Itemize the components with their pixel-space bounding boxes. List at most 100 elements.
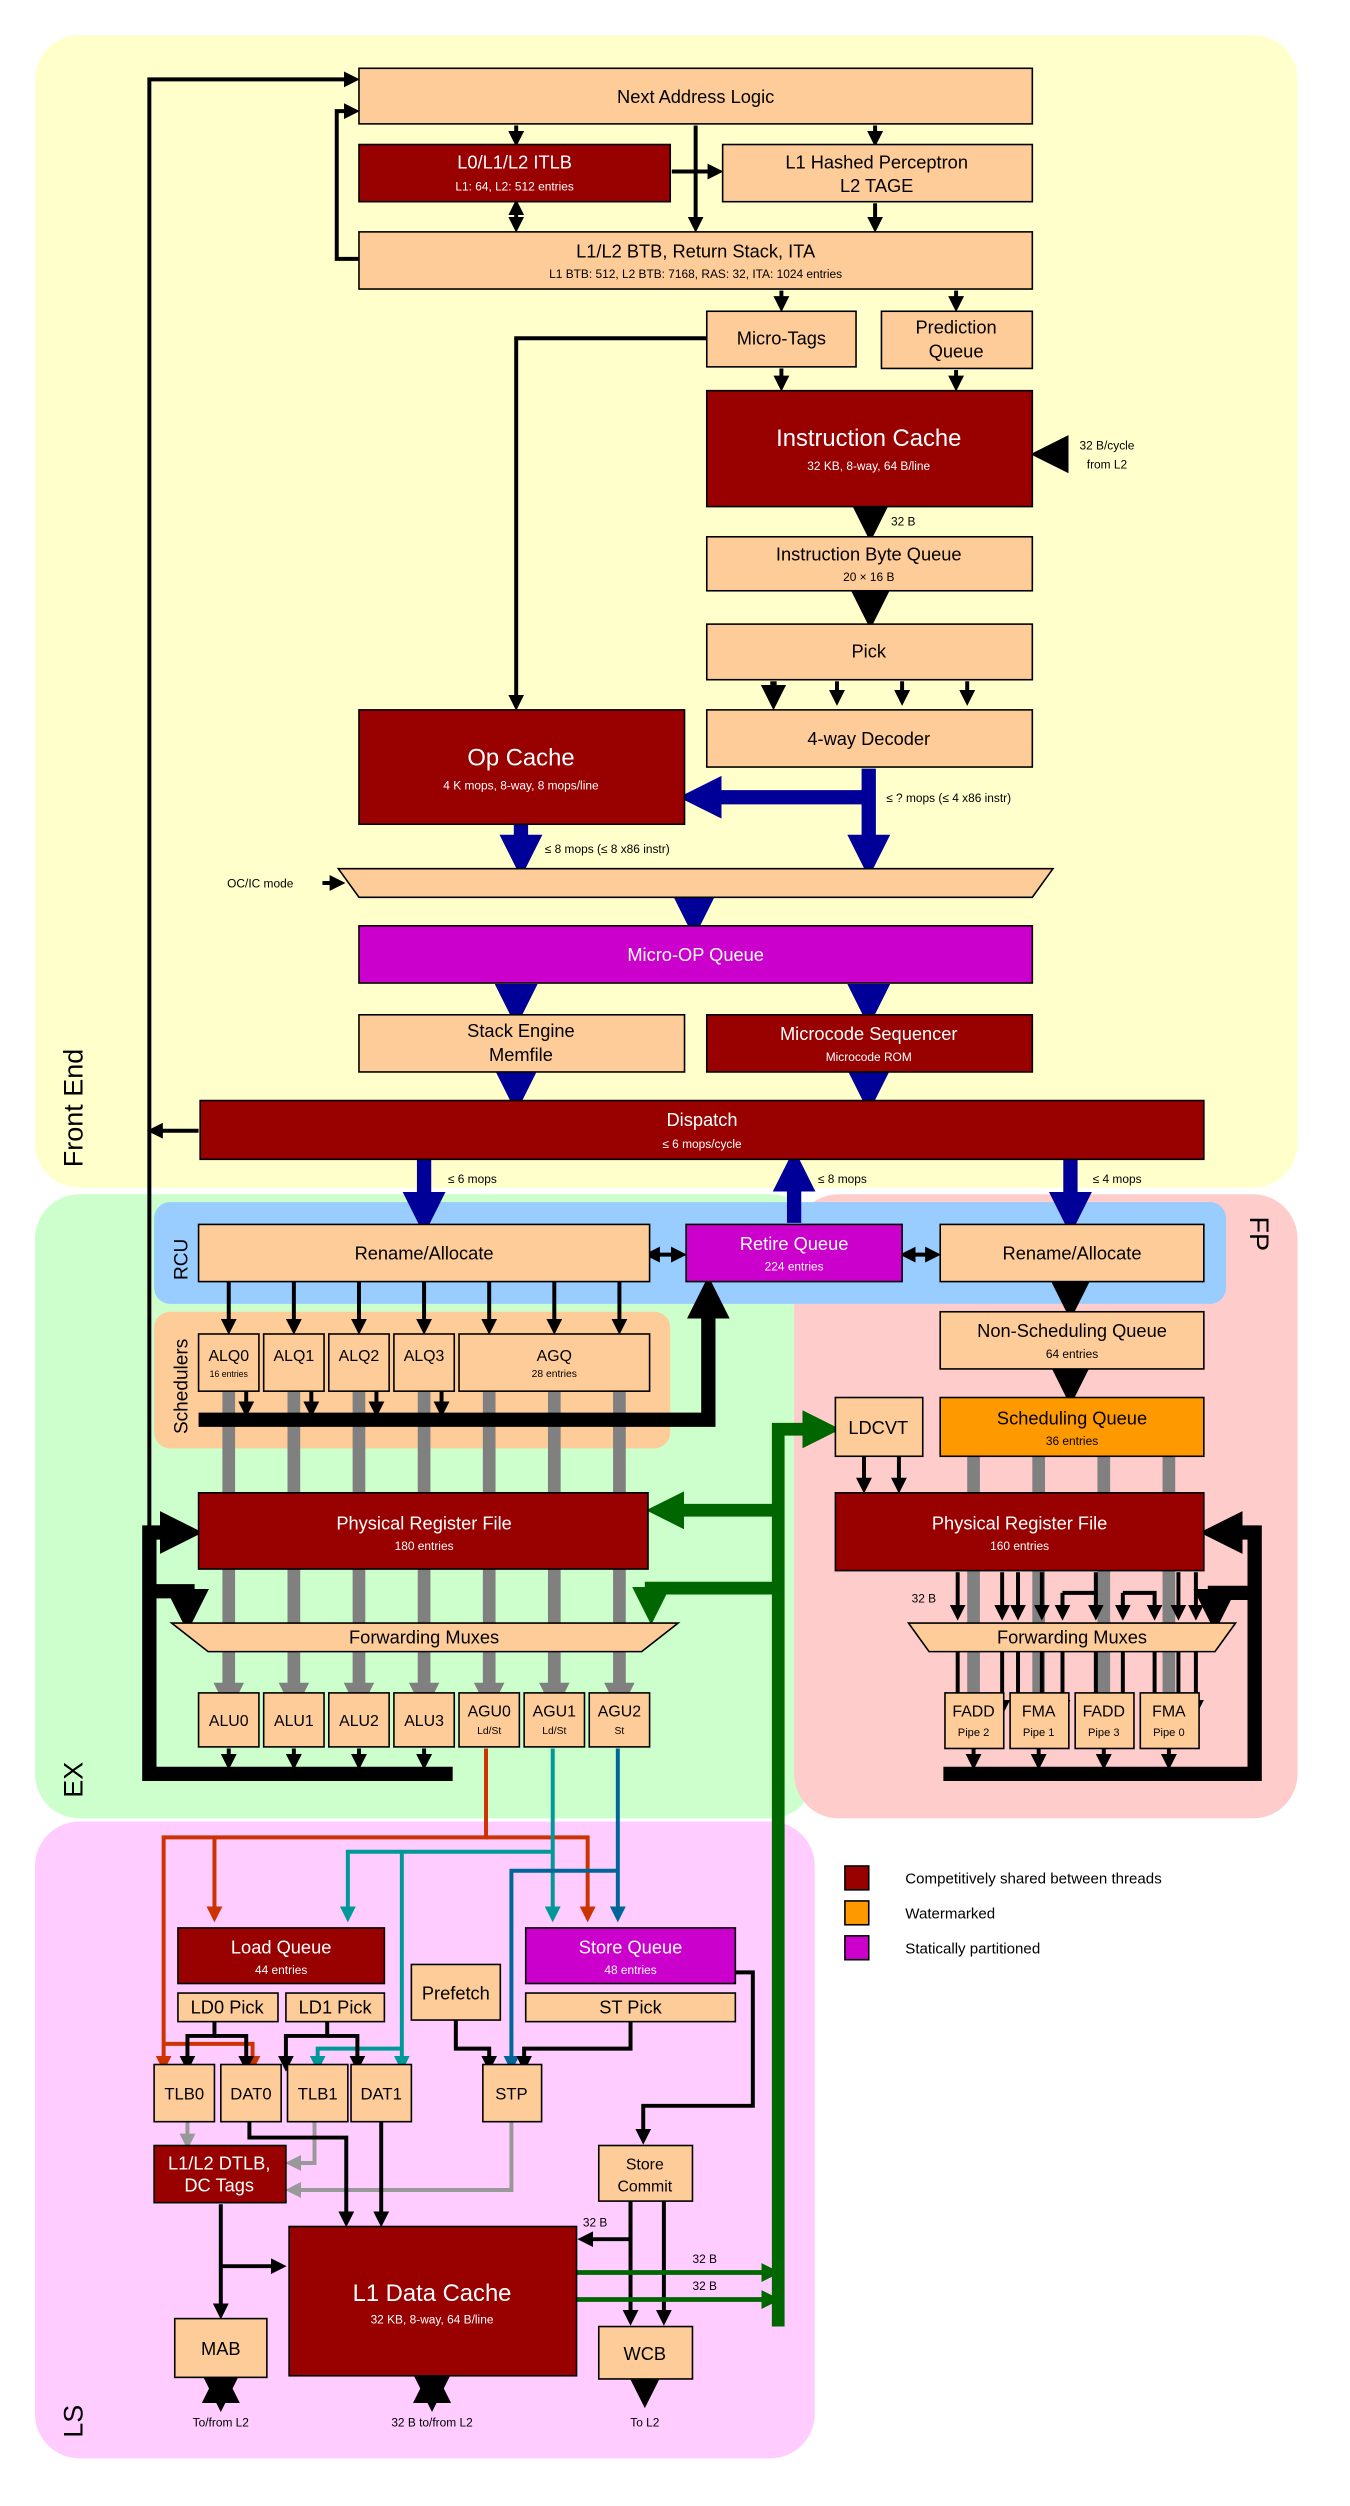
- svg-text:48 entries: 48 entries: [604, 1963, 656, 1977]
- svg-text:4 K mops, 8-way, 8 mops/line: 4 K mops, 8-way, 8 mops/line: [443, 778, 599, 792]
- ld1-pick-block: LD1 Pick: [285, 1992, 386, 2023]
- svg-text:DC Tags: DC Tags: [184, 2175, 254, 2196]
- alu1: ALU1: [262, 1692, 325, 1748]
- micro-tags-block: Micro-Tags: [705, 310, 857, 368]
- instruction-byte-queue-block: Instruction Byte Queue 20 × 16 B: [705, 535, 1034, 592]
- svg-text:ALQ3: ALQ3: [404, 1348, 445, 1365]
- svg-text:Rename/Allocate: Rename/Allocate: [1003, 1242, 1142, 1263]
- mab-block: MAB: [173, 2317, 268, 2379]
- svg-text:ST Pick: ST Pick: [599, 1997, 662, 2018]
- svg-text:Physical Register File: Physical Register File: [336, 1512, 511, 1533]
- load-queue-block: Load Queue 44 entries: [177, 1927, 386, 1985]
- svg-text:Commit: Commit: [617, 2179, 672, 2196]
- fp-forwarding-muxes: Forwarding Muxes: [906, 1622, 1238, 1653]
- dispatch-block: Dispatch ≤ 6 mops/cycle: [199, 1099, 1205, 1161]
- store-queue-block: Store Queue 48 entries: [524, 1927, 737, 1985]
- svg-text:St: St: [615, 1726, 625, 1737]
- agu1: AGU1 Ld/St: [523, 1692, 586, 1748]
- svg-text:Micro-Tags: Micro-Tags: [737, 328, 826, 349]
- retire-note: ≤ 8 mops: [818, 1172, 867, 1186]
- svg-text:20 × 16 B: 20 × 16 B: [843, 570, 894, 584]
- svg-text:Queue: Queue: [929, 340, 984, 361]
- prefetch-block: Prefetch: [410, 1963, 502, 2021]
- svg-text:Scheduling Queue: Scheduling Queue: [997, 1408, 1147, 1429]
- svg-text:Ld/St: Ld/St: [542, 1726, 566, 1737]
- region-label-ex: EX: [59, 1762, 89, 1798]
- fp-prf-out-note: 32 B: [912, 1591, 937, 1605]
- svg-text:Microcode ROM: Microcode ROM: [826, 1050, 912, 1064]
- svg-text:Statically partitioned: Statically partitioned: [905, 1940, 1040, 1957]
- scheduler-alq2: ALQ2: [328, 1333, 390, 1392]
- svg-text:16 entries: 16 entries: [210, 1369, 249, 1379]
- svg-text:Micro-OP Queue: Micro-OP Queue: [627, 944, 764, 965]
- scheduler-agq: AGQ 28 entries: [458, 1333, 651, 1392]
- svg-text:L1 BTB: 512, L2 BTB: 7168, RAS: L1 BTB: 512, L2 BTB: 7168, RAS: 32, ITA:…: [549, 267, 842, 281]
- svg-text:180 entries: 180 entries: [395, 1539, 454, 1553]
- svg-text:Pipe 0: Pipe 0: [1153, 1727, 1185, 1739]
- svg-text:FMA: FMA: [1022, 1704, 1056, 1721]
- svg-text:32 KB, 8-way, 64 B/line: 32 KB, 8-way, 64 B/line: [371, 2312, 494, 2326]
- svg-text:36 entries: 36 entries: [1046, 1434, 1098, 1448]
- svg-text:≤ 6 mops/cycle: ≤ 6 mops/cycle: [662, 1137, 742, 1151]
- store-commit-block: Store Commit: [597, 2144, 694, 2202]
- itlb-block: L0/L1/L2 ITLB L1: 64, L2: 512 entries: [358, 143, 672, 203]
- fp-pipe-0: FMA Pipe 0: [1139, 1692, 1200, 1750]
- oc-ic-mode-label: OC/IC mode: [227, 877, 294, 891]
- svg-text:Pipe 2: Pipe 2: [958, 1727, 990, 1739]
- mab-l2-note: To/from L2: [193, 2416, 250, 2430]
- op-cache-out-note: ≤ 8 mops (≤ 8 x86 instr): [545, 842, 670, 856]
- decoder-block: 4-way Decoder: [705, 709, 1034, 768]
- scheduler-alq1: ALQ1: [262, 1333, 325, 1392]
- svg-text:AGU0: AGU0: [468, 1704, 511, 1721]
- svg-text:AGQ: AGQ: [537, 1348, 572, 1365]
- svg-text:Store Queue: Store Queue: [579, 1936, 683, 1957]
- svg-text:ALU2: ALU2: [339, 1713, 379, 1730]
- svg-text:Competitively shared between t: Competitively shared between threads: [905, 1870, 1161, 1887]
- retire-queue-block: Retire Queue 224 entries: [685, 1223, 903, 1283]
- prediction-queue-block: Prediction Queue: [880, 310, 1034, 370]
- svg-text:ALU0: ALU0: [209, 1713, 249, 1730]
- svg-text:Physical Register File: Physical Register File: [932, 1512, 1107, 1533]
- next-address-logic: Next Address Logic: [358, 67, 1034, 125]
- svg-text:28 entries: 28 entries: [532, 1369, 577, 1380]
- wcb-block: WCB: [597, 2325, 694, 2380]
- dispatch-fp-note: ≤ 4 mops: [1093, 1172, 1142, 1186]
- svg-text:ALQ0: ALQ0: [208, 1348, 249, 1365]
- l1-data-cache-block: L1 Data Cache 32 KB, 8-way, 64 B/line: [288, 2225, 578, 2377]
- wcb-l2-note: To L2: [630, 2416, 660, 2430]
- ldcvt-block: LDCVT: [834, 1396, 924, 1458]
- fp-connectors: [856, 1281, 1262, 1782]
- svg-text:TLB1: TLB1: [298, 2084, 338, 2103]
- scheduling-queue-block: Scheduling Queue 36 entries: [939, 1396, 1205, 1458]
- svg-text:Watermarked: Watermarked: [905, 1905, 995, 1922]
- branch-predictor-block: L1 Hashed Perceptron L2 TAGE: [721, 143, 1034, 203]
- svg-text:DAT1: DAT1: [361, 2084, 402, 2103]
- region-label-schedulers: Schedulers: [171, 1339, 192, 1434]
- op-cache-block: Op Cache 4 K mops, 8-way, 8 mops/line: [358, 709, 686, 826]
- svg-text:L0/L1/L2 ITLB: L0/L1/L2 ITLB: [457, 151, 572, 172]
- fp-pipe-3: FADD Pipe 3: [1074, 1692, 1135, 1750]
- svg-text:AGU1: AGU1: [533, 1704, 576, 1721]
- svg-text:Forwarding Muxes: Forwarding Muxes: [349, 1627, 499, 1648]
- svg-text:Instruction Cache: Instruction Cache: [776, 425, 961, 452]
- icache-out-note: 32 B: [891, 515, 916, 529]
- instruction-cache-block: Instruction Cache 32 KB, 8-way, 64 B/lin…: [705, 389, 1034, 508]
- ls-connectors: [155, 1748, 781, 2412]
- svg-text:ALQ2: ALQ2: [339, 1348, 380, 1365]
- svg-text:Memfile: Memfile: [489, 1044, 553, 1065]
- dispatch-int-note: ≤ 6 mops: [448, 1172, 497, 1186]
- svg-text:LD0 Pick: LD0 Pick: [191, 1997, 265, 2018]
- alu0: ALU0: [197, 1692, 260, 1748]
- svg-text:AGU2: AGU2: [598, 1704, 641, 1721]
- svg-text:Op Cache: Op Cache: [467, 744, 574, 771]
- load-out-note-1: 32 B: [692, 2252, 717, 2266]
- svg-text:L1/L2 DTLB,: L1/L2 DTLB,: [168, 2152, 270, 2173]
- int-forwarding-muxes: Forwarding Muxes: [169, 1622, 681, 1653]
- svg-text:4-way Decoder: 4-way Decoder: [807, 728, 930, 749]
- agu0: AGU0 Ld/St: [458, 1692, 521, 1748]
- legend-item-competitively-shared: Competitively shared between threads: [844, 1865, 1162, 1891]
- st-pick-block: ST Pick: [524, 1992, 737, 2023]
- svg-text:ALU1: ALU1: [274, 1713, 314, 1730]
- svg-text:Instruction Byte Queue: Instruction Byte Queue: [776, 544, 962, 565]
